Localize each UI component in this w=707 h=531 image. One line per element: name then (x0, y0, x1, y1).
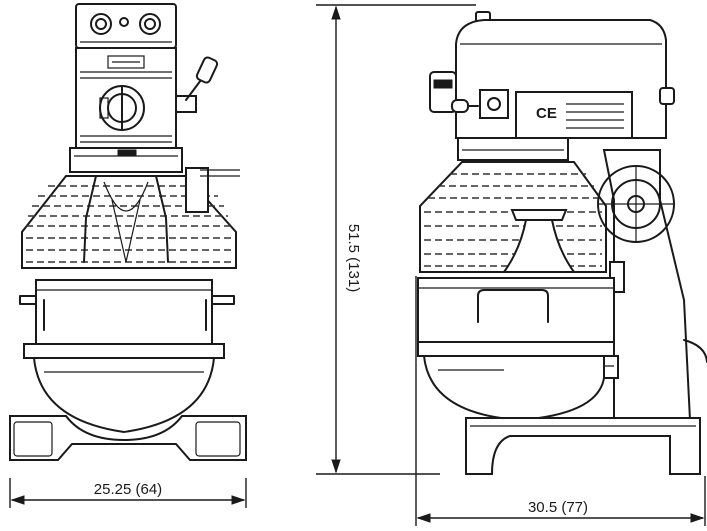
height-dimension: 51.5 (131) (316, 4, 476, 475)
side-lever-handle (451, 99, 469, 113)
front-head-body (75, 47, 177, 149)
front-dial-left-icon (90, 13, 112, 35)
width-dimension-label: 25.25 (64) (94, 481, 162, 498)
depth-dimension-label: 30.5 (77) (528, 499, 588, 516)
side-bowl-handle (477, 289, 549, 323)
side-switch-icon (487, 97, 501, 111)
side-bowl-bottom (422, 355, 605, 422)
front-beater-left (83, 175, 97, 263)
height-arrow-top-icon (331, 5, 341, 20)
front-beater-right (155, 175, 169, 263)
height-arrow-bottom-icon (331, 459, 341, 474)
front-bowl-upper (35, 279, 213, 345)
side-bowl-band (417, 341, 615, 357)
front-base (9, 415, 247, 461)
front-bowl-handle-right (211, 295, 235, 305)
front-label-plate (107, 55, 145, 69)
depth-arrow-right-icon (690, 513, 705, 523)
height-dimension-label: 51.5 (131) (345, 224, 362, 292)
front-dial-right-icon (139, 13, 161, 35)
side-rear-knob (659, 87, 675, 105)
side-ce-plate (515, 91, 633, 139)
side-rating-plate (479, 89, 509, 119)
front-bowl-band (23, 343, 225, 359)
front-lever-mount (175, 95, 197, 113)
width-arrow-right-icon (231, 495, 246, 505)
side-agitator-hub (510, 209, 568, 221)
front-bowl-bottom (32, 357, 216, 434)
front-side-chute (185, 167, 209, 213)
side-neck (457, 137, 569, 161)
front-bowl-handle-left (19, 295, 37, 305)
front-lever-handle (195, 56, 219, 84)
side-bowl-upper (417, 277, 615, 343)
side-base (465, 417, 701, 475)
side-column (602, 149, 692, 421)
depth-arrow-left-icon (416, 513, 431, 523)
front-view: 25.25 (64) (9, 3, 247, 508)
width-arrow-left-icon (10, 495, 25, 505)
side-view: CE (415, 11, 707, 526)
side-ce-mark-icon: CE (536, 105, 557, 122)
front-indicator-icon (119, 17, 129, 27)
side-agitator (502, 219, 576, 273)
